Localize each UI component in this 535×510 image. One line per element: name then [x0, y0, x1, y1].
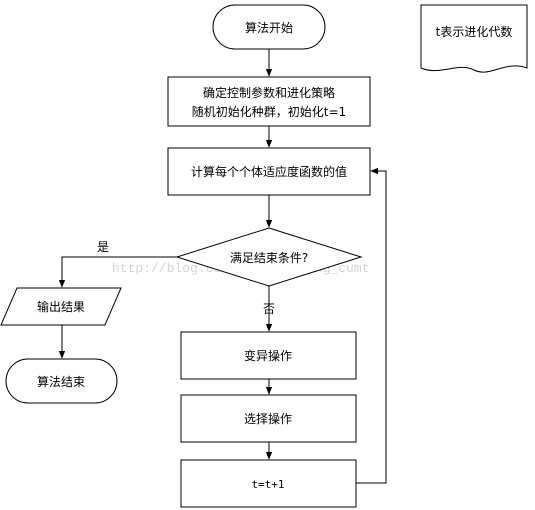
note-label: t表示进化代数: [436, 24, 513, 39]
compute-label: 计算每个个体适应度函数的值: [191, 164, 347, 179]
end-label: 算法结束: [37, 374, 85, 389]
select-label: 选择操作: [244, 411, 292, 426]
init-label-line1: 确定控制参数和进化策略: [203, 85, 335, 100]
no-label: 否: [263, 302, 275, 316]
output-parallelogram: [0, 287, 122, 326]
arrow-loop-back-to-compute: [356, 167, 387, 484]
decision-label: 满足结束条件?: [230, 251, 308, 265]
increment-process: [180, 459, 357, 508]
start-label: 算法开始: [245, 20, 293, 35]
yes-label: 是: [97, 240, 109, 254]
arrow-yes-to-output: [58, 256, 177, 288]
compute-process: [167, 147, 371, 196]
init-label-line2: 随机初始化种群，初始化t=1: [192, 104, 346, 119]
init-process: [167, 76, 371, 127]
output-label: 输出结果: [37, 299, 85, 314]
note-document-shape: [420, 4, 528, 73]
mutate-process: [180, 331, 357, 380]
select-process: [180, 394, 357, 443]
end-terminator: [5, 358, 118, 404]
mutate-label: 变异操作: [244, 348, 292, 363]
increment-label: t=t+1: [251, 478, 284, 491]
